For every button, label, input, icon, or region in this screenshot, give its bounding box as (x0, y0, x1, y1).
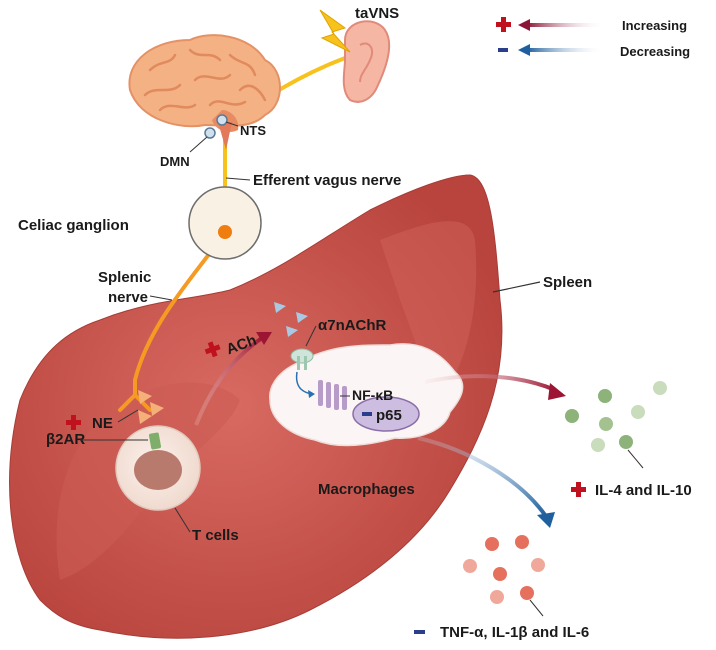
p65-minus-icon (362, 412, 372, 416)
anti-inflammatory-arrow (424, 374, 566, 400)
nts-label: NTS (240, 123, 266, 138)
lightning-icon (319, 9, 351, 53)
pro-inflammatory-arrow (417, 436, 555, 528)
tavns-label: taVNS (355, 5, 399, 22)
increasing-arrow (518, 19, 605, 31)
brain: NTS DMN (128, 34, 281, 169)
b2ar-label: β2AR (46, 431, 85, 448)
splenic-nerve-label-2: nerve (108, 289, 148, 306)
a7nachr-receptor (290, 348, 314, 370)
il4-il10-label: IL-4 and IL-10 (595, 482, 692, 499)
tnf-il1-il6-label: TNF-α, IL-1β and IL-6 (440, 624, 589, 641)
celiac-ganglion: Celiac ganglion (18, 186, 262, 260)
spleen-label: Spleen (543, 274, 592, 291)
macrophages-label: Macrophages (318, 481, 415, 498)
ach-release-arrow (194, 332, 272, 426)
plus-icon (496, 17, 511, 32)
macrophage: p65 NF-κB (269, 343, 464, 447)
tnf-minus-icon (414, 630, 425, 634)
t-cells-label: T cells (192, 527, 239, 544)
minus-icon (498, 48, 508, 52)
dmn-label: DMN (160, 154, 190, 169)
il-plus-icon (571, 482, 586, 497)
a7nachr-label: α7nAChR (318, 317, 387, 334)
spleen: Spleen (9, 174, 592, 639)
ne-label: NE (92, 415, 113, 432)
acetylcholine (274, 302, 308, 337)
splenic-nerve-label-1: Splenic (98, 269, 151, 286)
p65-label: p65 (376, 407, 402, 424)
efferent-vagus-label: Efferent vagus nerve (253, 172, 401, 189)
nfkb-label: NF-κB (352, 387, 393, 403)
ear (342, 20, 391, 103)
tnf-il1-il6-molecules (463, 535, 545, 604)
legend: Increasing Decreasing (496, 17, 690, 59)
decreasing-arrow (518, 44, 605, 56)
ne-plus-icon (66, 415, 81, 430)
celiac-ganglion-label: Celiac ganglion (18, 217, 129, 234)
legend-decreasing-label: Decreasing (620, 44, 690, 59)
nfkb-complex (318, 380, 347, 410)
norepinephrine (138, 390, 164, 424)
t-cell (115, 425, 201, 511)
il4-il10-molecules (565, 381, 667, 452)
legend-increasing-label: Increasing (622, 18, 687, 33)
p65-nucleus (352, 396, 420, 432)
ach-plus-icon (204, 341, 221, 358)
